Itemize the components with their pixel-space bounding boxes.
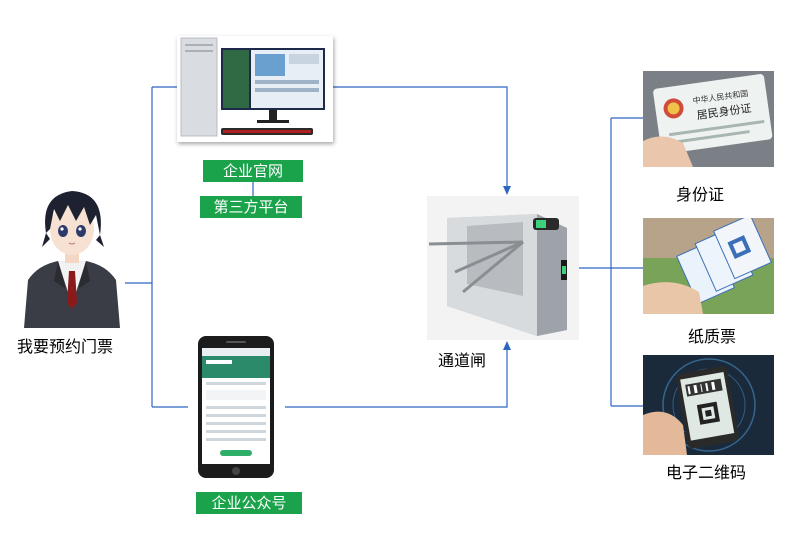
id-card-label: 身份证	[676, 185, 725, 204]
phone-to-gate-arrow	[285, 345, 508, 408]
gate-label: 通道闸	[438, 351, 487, 370]
phone-illustration	[188, 334, 284, 480]
computer-illustration	[177, 36, 333, 142]
qr-code-illustration	[643, 355, 774, 455]
phone-arrowhead	[503, 341, 511, 350]
paper-ticket-label: 纸质票	[688, 327, 737, 346]
website-tag: 企业官网	[203, 160, 303, 182]
third-party-tag: 第三方平台	[200, 196, 302, 218]
computer-to-gate-arrow	[333, 86, 508, 192]
computer-arrowhead	[503, 186, 511, 195]
person-illustration	[18, 185, 126, 332]
gate-illustration	[427, 196, 579, 340]
person-label: 我要预约门票	[17, 337, 114, 356]
id-card-illustration: 中华人民共和国 居民身份证	[643, 71, 774, 167]
wechat-tag: 企业公众号	[196, 492, 302, 514]
paper-ticket-illustration	[643, 214, 774, 314]
qr-code-label: 电子二维码	[666, 463, 747, 482]
